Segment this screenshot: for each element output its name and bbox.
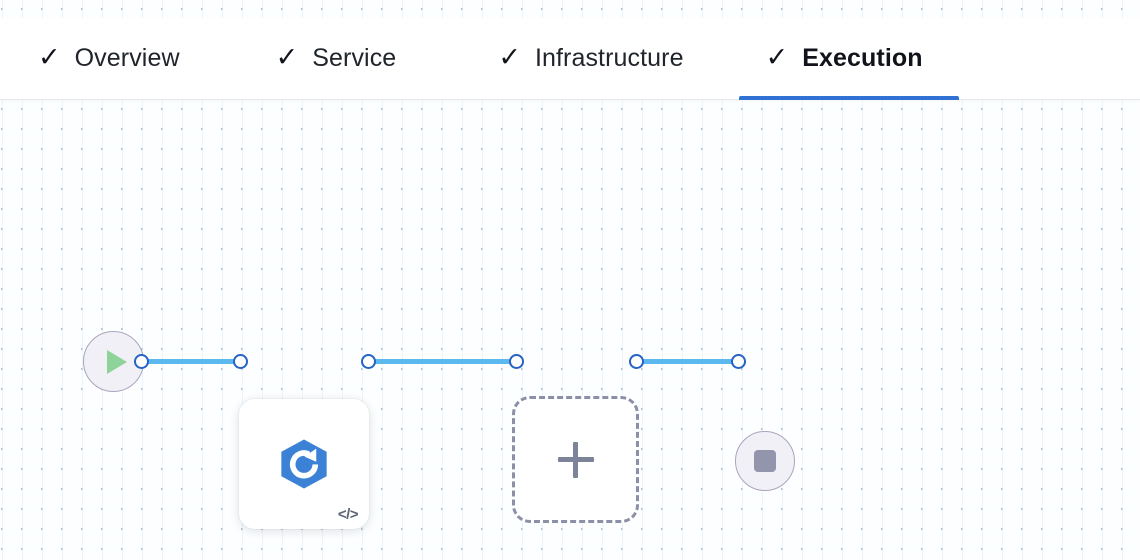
tab-service-label: Service xyxy=(312,44,397,72)
port-addstep-output[interactable] xyxy=(629,354,644,369)
end-node[interactable] xyxy=(735,431,795,491)
play-icon xyxy=(107,349,127,374)
check-icon: ✓ xyxy=(498,42,521,72)
add-step-node[interactable] xyxy=(512,396,639,523)
code-badge-icon: </> xyxy=(337,506,359,523)
tab-execution[interactable]: ✓ Execution xyxy=(738,18,959,100)
tab-service[interactable]: ✓ Service xyxy=(276,18,397,99)
port-addstep-input[interactable] xyxy=(509,354,524,369)
port-end-input[interactable] xyxy=(731,354,746,369)
step-card-inner: </> xyxy=(239,399,369,529)
check-icon: ✓ xyxy=(275,42,299,72)
plus-icon xyxy=(557,441,594,478)
port-rollout-input[interactable] xyxy=(233,354,248,369)
tab-active-underline xyxy=(738,96,959,100)
edge-addstep-to-end xyxy=(632,359,742,364)
edge-rollout-to-addstep xyxy=(364,359,520,364)
port-rollout-output[interactable] xyxy=(361,354,376,369)
tab-overview-label: Overview xyxy=(74,44,180,72)
tab-infrastructure-label: Infrastructure xyxy=(534,44,684,72)
rollout-deployment-step[interactable]: </> xyxy=(239,399,369,529)
pipeline-canvas[interactable]: </> Rollout Deployment Add step xyxy=(0,100,1140,560)
port-start-output[interactable] xyxy=(134,354,149,369)
edge-start-to-rollout xyxy=(138,359,246,364)
wizard-tab-bar: ✓ Overview ✓ Service ✓ Infrastructure ✓ … xyxy=(0,18,1140,100)
tab-infrastructure[interactable]: ✓ Infrastructure xyxy=(498,18,683,99)
rollout-deployment-icon xyxy=(281,439,327,489)
stop-icon xyxy=(754,450,776,472)
tab-overview[interactable]: ✓ Overview xyxy=(38,18,180,99)
check-icon: ✓ xyxy=(765,42,789,72)
check-icon: ✓ xyxy=(38,42,61,72)
tab-execution-label: Execution xyxy=(802,44,923,72)
